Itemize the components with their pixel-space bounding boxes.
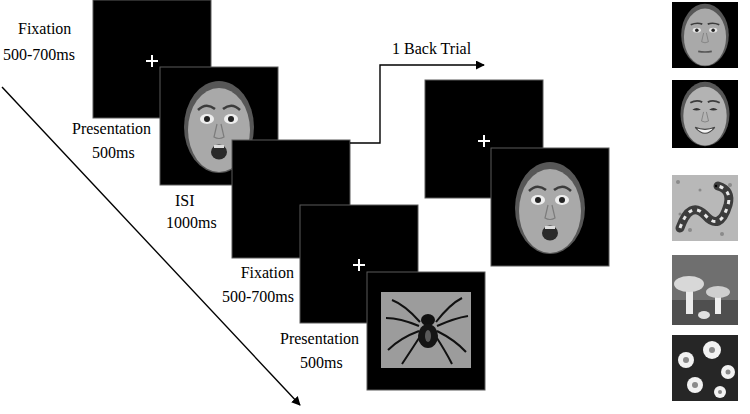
phase-label: Presentation	[72, 120, 151, 138]
duration-label: 500ms	[92, 144, 135, 162]
phase-label: Presentation	[280, 330, 359, 348]
duration-label: 500-700ms	[222, 288, 294, 306]
phase-label: ISI	[175, 192, 195, 210]
arrow-label: 1 Back Trial	[392, 40, 471, 58]
phase-label: Fixation	[18, 20, 71, 38]
duration-label: 1000ms	[166, 214, 217, 232]
duration-label: 500-700ms	[3, 46, 75, 64]
duration-label: 500ms	[300, 354, 343, 372]
phase-label: Fixation	[241, 264, 294, 282]
